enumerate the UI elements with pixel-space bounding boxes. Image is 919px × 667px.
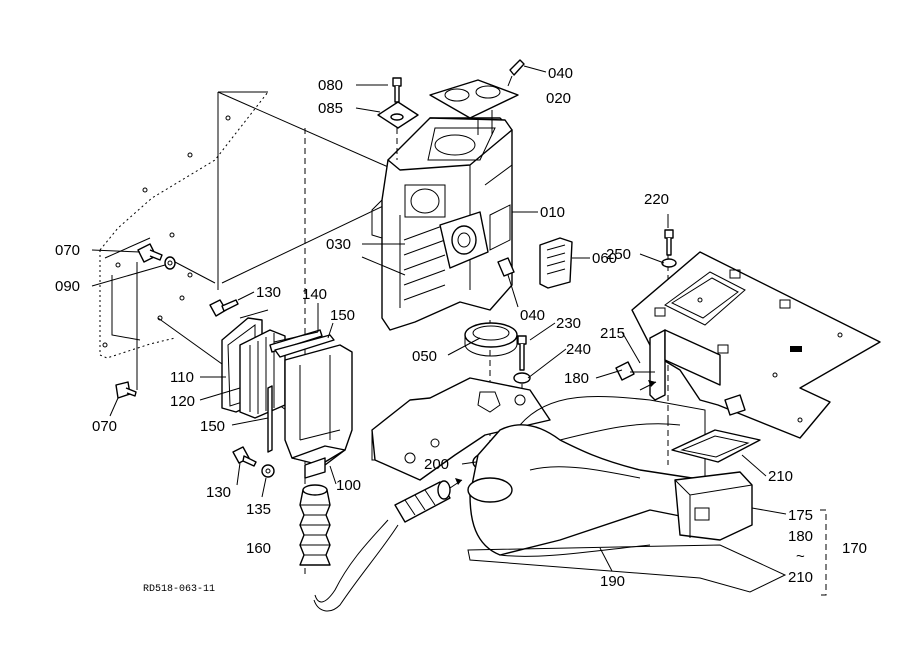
bolt-130-lower [232,446,257,467]
label-150-upper: 150 [330,307,355,324]
bolt-080 [377,77,419,160]
label-215: 215 [600,325,625,342]
label-080: 080 [318,77,343,94]
elbow-040-lower [497,257,515,277]
label-130-upper: 130 [256,284,281,301]
washer-135 [261,464,275,478]
diagram-code: RD518-063-11 [143,584,215,595]
label-040-top: 040 [548,65,573,82]
box-175 [674,471,753,541]
arrow-180-head [648,380,656,387]
nozzle-040-top [507,59,525,87]
filter-case-100 [284,344,353,479]
label-230: 230 [556,315,581,332]
mounting-plate [631,251,881,439]
label-210-bottom: 210 [788,569,813,586]
label-210-top: 210 [768,468,793,485]
bolt-070-upper [137,243,176,270]
label-020: 020 [546,90,571,107]
label-220: 220 [644,191,669,208]
label-100: 100 [336,477,361,494]
top-flange-plate [429,79,519,135]
bolt-230 [517,335,527,371]
label-135: 135 [246,501,271,518]
label-060: 060 [592,250,617,267]
mounting-bracket [371,377,551,481]
washer-240 [513,372,531,384]
label-050: 050 [412,348,437,365]
filter-cap-060 [539,237,573,289]
bracket-215 [615,329,746,416]
part-labels: 080 085 040 020 010 030 060 040 050 230 … [55,65,867,595]
label-090: 090 [55,278,80,295]
label-070-lower: 070 [92,418,117,435]
label-130-lower: 130 [206,484,231,501]
label-140: 140 [302,286,327,303]
frame-210-top [671,429,761,463]
bolt-220 [661,229,677,268]
label-150-lower: 150 [200,418,225,435]
label-175: 175 [788,507,813,524]
plate-150 [267,334,335,453]
side-panel [99,91,269,359]
label-190: 190 [600,573,625,590]
ring-050 [464,322,518,357]
label-120: 120 [170,393,195,410]
gasket-140 [269,329,323,353]
label-250: 250 [606,246,631,263]
label-070-upper: 070 [55,242,80,259]
label-180-right: 180 [788,528,813,545]
leader-lines [91,65,787,572]
bolt-070-lower [115,381,137,399]
label-170: 170 [842,540,867,557]
label-010: 010 [540,204,565,221]
label-200: 200 [424,456,449,473]
label-tilde: ~ [796,548,805,565]
breather-hose [313,478,463,612]
label-030: 030 [326,236,351,253]
label-180-left: 180 [564,370,589,387]
label-110: 110 [170,369,194,386]
label-040-lower: 040 [520,307,545,324]
corrugated-hose-160 [299,484,331,566]
label-085: 085 [318,100,343,117]
label-240: 240 [566,341,591,358]
duct-base-plate [467,544,787,593]
bolt-130-upper [209,299,239,317]
main-housing [371,117,513,331]
label-160: 160 [246,540,271,557]
range-bracket [820,509,827,596]
